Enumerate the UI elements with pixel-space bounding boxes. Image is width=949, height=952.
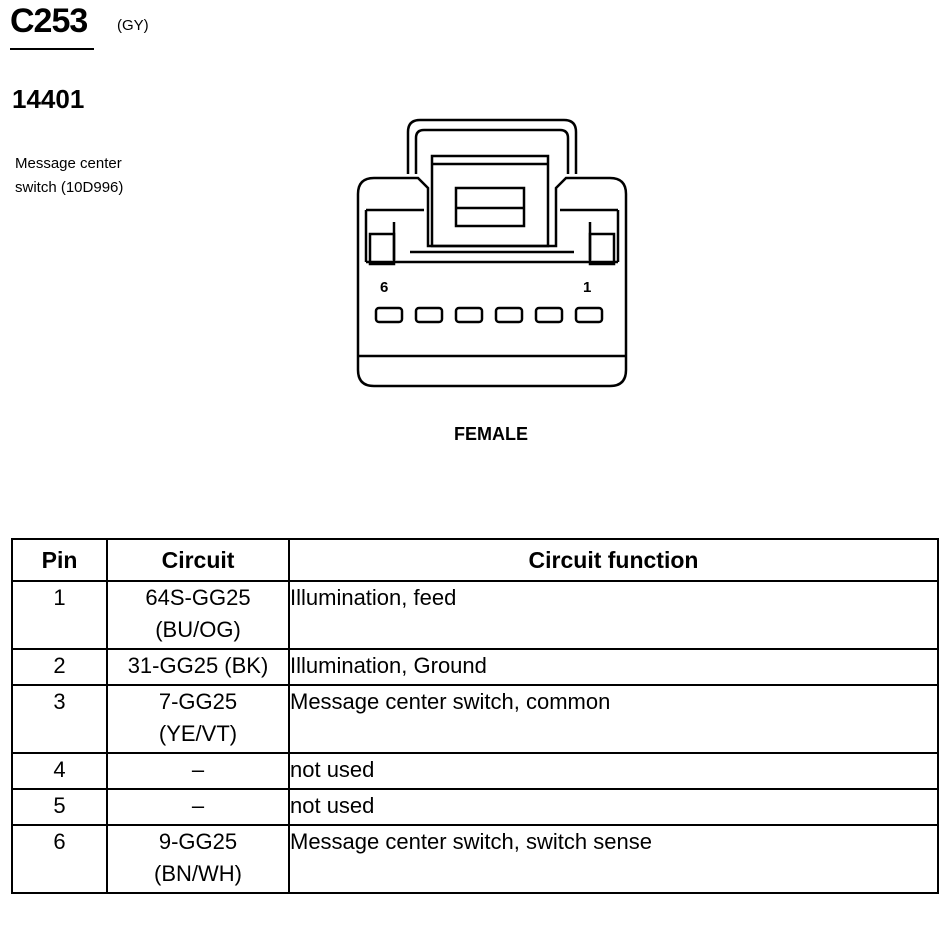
circuit-cell: 9-GG25(BN/WH) [106,824,290,894]
table-row: 2 31-GG25 (BK) Illumination, Ground [11,648,939,686]
pinout-table: Pin Circuit Circuit function 1 64S-GG25(… [11,538,939,894]
circuit-cell: 31-GG25 (BK) [106,648,290,686]
cavity-1 [574,306,604,324]
latch-outer [406,118,578,174]
cavity-3 [494,306,524,324]
circuit-cell: 64S-GG25(BU/OG) [106,580,290,650]
cavity-2 [534,306,564,324]
table-row: 3 7-GG25(YE/VT) Message center switch, c… [11,684,939,754]
table-row: 5 – not used [11,788,939,826]
function-cell: Illumination, Ground [288,648,939,686]
left-lock-tab [368,232,396,266]
pin-cell: 1 [11,580,108,650]
right-lock-tab [588,232,616,266]
function-cell: not used [288,752,939,790]
function-cell: not used [288,788,939,826]
header-circuit-function: Circuit function [288,538,939,582]
pin-cell: 5 [11,788,108,826]
pin-label-1: 1 [583,279,591,296]
connector-face-diagram: 6 1 [356,118,628,388]
header-pin: Pin [11,538,108,582]
description-line-2: switch (10D996) [15,179,124,196]
circuit-cell: 7-GG25(YE/VT) [106,684,290,754]
component-description: Message center switch (10D996) [15,152,215,200]
circuit-cell: – [106,788,290,826]
function-cell: Message center switch, common [288,684,939,754]
cavity-6 [374,306,404,324]
latch-inner [414,128,570,174]
table-row: 4 – not used [11,752,939,790]
description-line-1: Message center [15,155,122,172]
function-cell: Illumination, feed [288,580,939,650]
latch-block [430,154,550,248]
pin-cell: 6 [11,824,108,894]
cavity-4 [454,306,484,324]
pin-cell: 4 [11,752,108,790]
cavity-5 [414,306,444,324]
gender-label: FEMALE [454,424,528,444]
connector-body [356,176,628,388]
pin-cavities [374,306,604,324]
pin-label-6: 6 [380,279,388,296]
table-row: 1 64S-GG25(BU/OG) Illumination, feed [11,580,939,650]
connector-color: (GY) [117,17,149,34]
header-circuit: Circuit [106,538,290,582]
table-row: 6 9-GG25(BN/WH) Message center switch, s… [11,824,939,894]
function-cell: Message center switch, switch sense [288,824,939,894]
pin-cell: 3 [11,684,108,754]
part-number: 14401 [12,84,85,114]
circuit-cell: – [106,752,290,790]
connector-id-underline [10,48,94,50]
pin-cell: 2 [11,648,108,686]
table-header-row: Pin Circuit Circuit function [11,538,939,582]
connector-id: C253 [10,2,88,40]
